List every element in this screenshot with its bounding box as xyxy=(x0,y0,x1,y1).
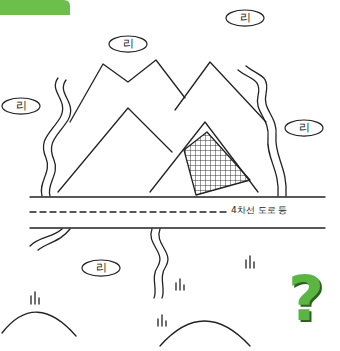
village-name: 리 xyxy=(96,262,107,274)
village-ellipse: 리 xyxy=(284,119,324,137)
village-name: 리 xyxy=(123,38,134,50)
grass-tuft xyxy=(246,256,254,268)
ellipse-outline xyxy=(109,36,147,52)
village-ellipse: 리 xyxy=(225,9,265,27)
river xyxy=(30,229,62,246)
mountain xyxy=(70,60,185,122)
ellipse-outline xyxy=(226,10,264,26)
river xyxy=(49,80,70,196)
river xyxy=(38,229,70,250)
village-name: 리 xyxy=(240,12,251,24)
road-edge xyxy=(30,197,325,228)
river xyxy=(159,229,168,298)
field-grid xyxy=(184,132,250,195)
road-label: 4차선 도로 등 xyxy=(231,206,287,215)
ellipse-outline xyxy=(82,260,120,276)
village-ellipse: 리 xyxy=(1,97,41,115)
hill xyxy=(160,321,250,346)
village-ellipse: 리 xyxy=(108,35,148,53)
village-ellipse: 리 xyxy=(81,259,121,277)
grass-tuft xyxy=(31,292,39,304)
corner-tab xyxy=(0,0,70,15)
hill xyxy=(2,312,76,336)
village-name: 리 xyxy=(299,122,310,134)
river xyxy=(238,70,278,196)
road-centre xyxy=(30,211,228,212)
river xyxy=(41,78,62,196)
question-mark: ? xyxy=(288,268,324,330)
river xyxy=(151,229,160,298)
mountain xyxy=(58,108,172,192)
grass-tuft xyxy=(158,315,166,326)
village-name: 리 xyxy=(16,100,27,112)
grass-tuft xyxy=(176,279,184,290)
river xyxy=(246,66,286,196)
ellipse-outline xyxy=(2,98,40,114)
ellipse-outline xyxy=(285,120,323,136)
